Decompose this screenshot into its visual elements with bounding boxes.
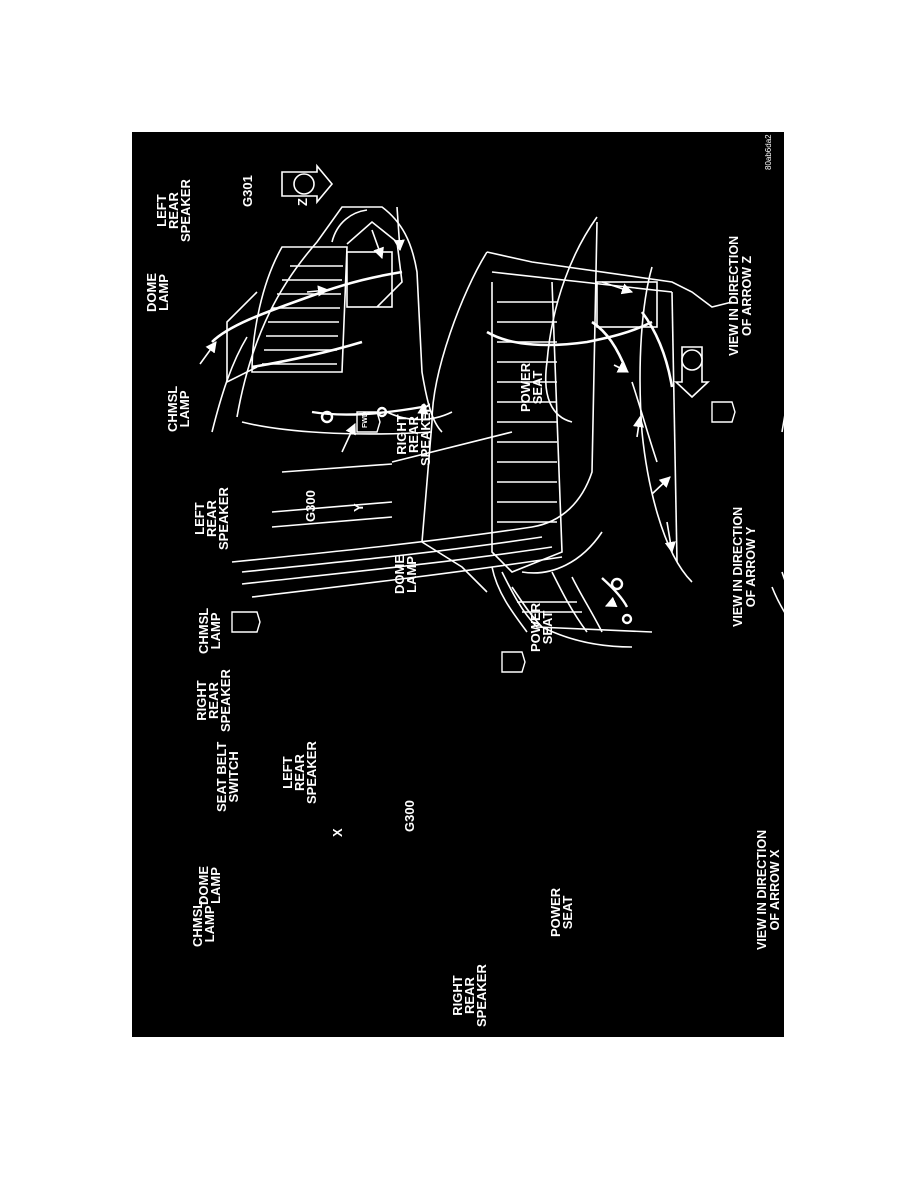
label-x-g300: G300 — [402, 800, 417, 832]
figure-code: 80ab6da2 — [764, 134, 773, 170]
arrow-z-letter: Z — [295, 198, 310, 206]
fwd-tag-z — [356, 411, 381, 433]
line-drawing — [199, 163, 784, 673]
label-z-g301: G301 — [240, 175, 255, 207]
seat-harness-y — [601, 577, 633, 625]
fwd-tag-z-text: FWD — [362, 412, 369, 428]
vehicle-view-y — [421, 251, 733, 593]
direction-arrow-z — [281, 163, 334, 205]
power-seat-z-leader — [341, 422, 356, 453]
label-y-g300: G300 — [303, 490, 318, 522]
wire-harness-y — [486, 311, 674, 388]
arrow-y-letter: Y — [351, 503, 366, 512]
vehicle-view-z — [211, 206, 453, 435]
leader-lines-z — [199, 206, 429, 423]
seat-detail-y — [491, 566, 653, 648]
arrow-x-letter: X — [330, 828, 345, 837]
fwd-tag-y — [711, 401, 736, 423]
seat-detail-z — [231, 216, 598, 598]
wire-harness-z — [211, 270, 403, 369]
fwd-tag-seat-y — [501, 651, 526, 673]
leader-lines-y — [601, 281, 676, 554]
fwd-tag-seat-z — [231, 611, 261, 633]
direction-arrow-y — [673, 346, 711, 399]
vehicle-view-x — [781, 415, 784, 433]
seat-harness-z — [311, 405, 423, 424]
seat-detail-x — [771, 571, 784, 613]
power-seat-y-leader — [604, 596, 618, 608]
